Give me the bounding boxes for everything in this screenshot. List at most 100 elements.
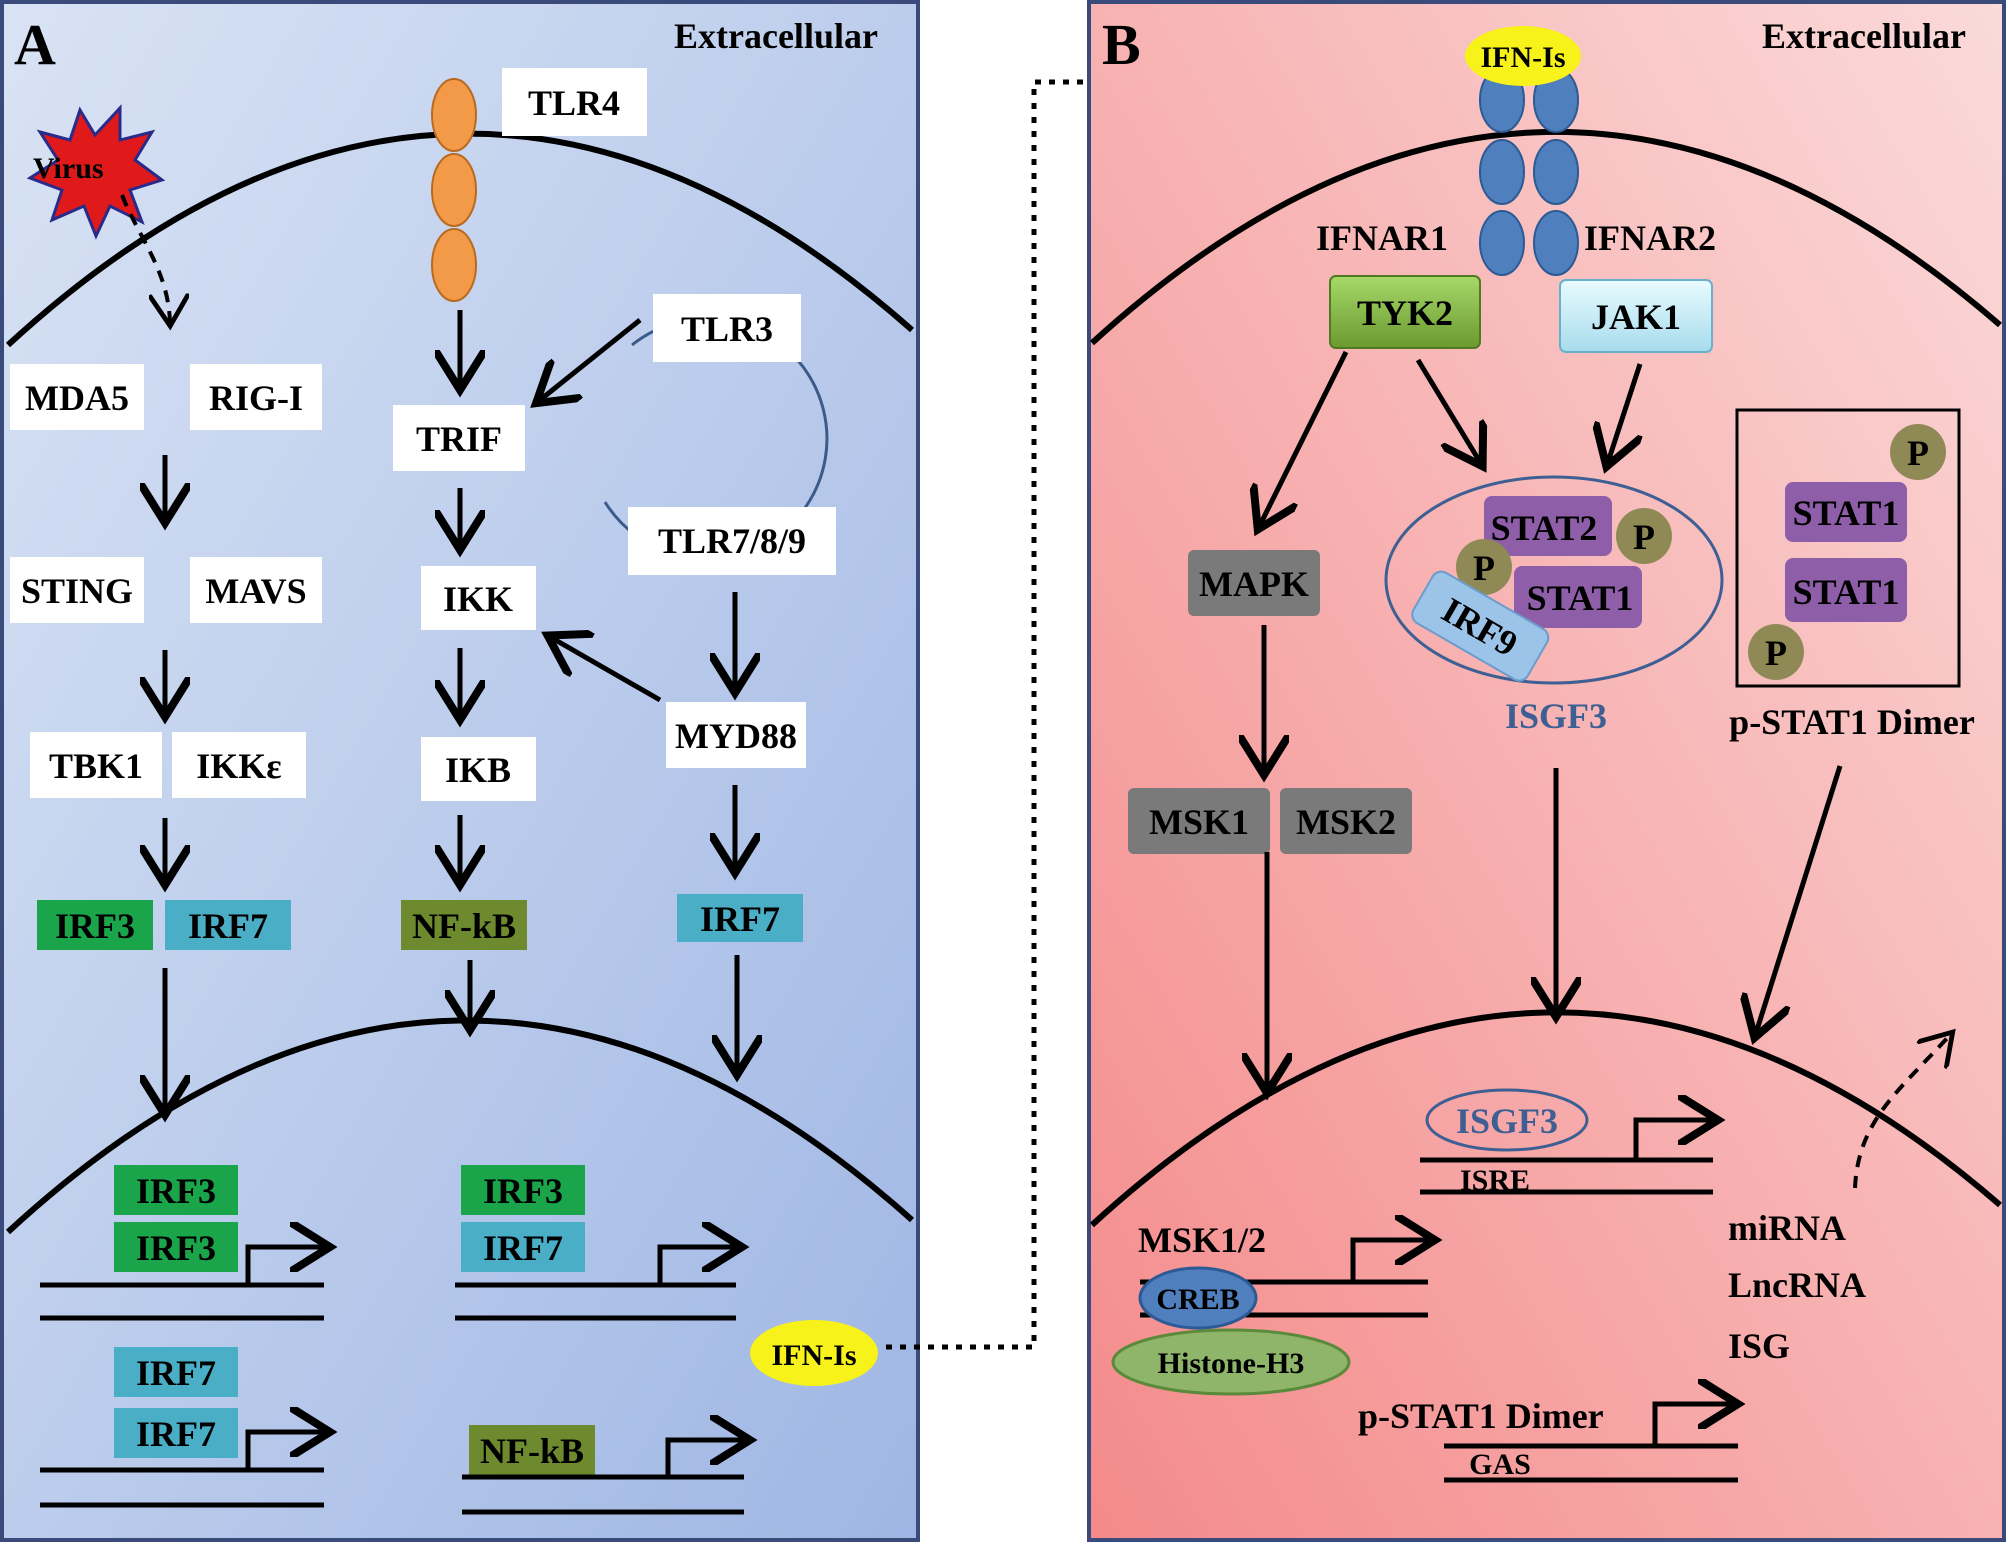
nuc-irf7-box <box>461 1222 585 1272</box>
arrow-pstat1-to-nucleus <box>1756 765 1843 1033</box>
nfkb-box <box>401 900 527 950</box>
phospho-label: P <box>1473 548 1495 588</box>
irf7-box <box>165 900 291 950</box>
ifn-output-label: IFN-Is <box>771 1339 856 1372</box>
nuc-nfkb-label: NF-kB <box>480 1431 584 1471</box>
ifn-ligand-label: IFN-Is <box>1480 41 1565 74</box>
pstat1-dimer-label: p-STAT1 Dimer <box>1729 702 1975 742</box>
ikk-box <box>421 566 536 630</box>
msk1-label: MSK1 <box>1149 802 1249 842</box>
isg-label: ISG <box>1728 1326 1790 1366</box>
nuc-nfkb-box <box>469 1425 595 1475</box>
virus-entry-arrow <box>120 194 170 322</box>
transcription-start-arrow <box>245 1432 325 1470</box>
ifnar1-label: IFNAR1 <box>1316 218 1448 258</box>
phospho-icon <box>1616 508 1672 564</box>
tbk1-label: TBK1 <box>49 746 143 786</box>
ikke-label: IKKε <box>196 746 281 786</box>
transcription-start-arrow <box>1633 1120 1713 1160</box>
gas-label: GAS <box>1469 1448 1531 1481</box>
rigi-box <box>190 364 322 430</box>
stat2-label: STAT2 <box>1491 508 1598 548</box>
arrow-tyk2-to-mapk <box>1260 350 1349 525</box>
phospho-icon <box>1456 539 1512 595</box>
irf7-label: IRF7 <box>188 906 268 946</box>
tlr3-label: TLR3 <box>681 309 773 349</box>
mavs-label: MAVS <box>205 571 306 611</box>
arrow-tlr3-to-trif <box>540 318 642 400</box>
phospho-label: P <box>1633 517 1655 557</box>
ifnar1-segment-icon <box>1479 139 1525 205</box>
mapk-box <box>1188 550 1320 616</box>
transcription-start-arrow <box>1652 1404 1733 1446</box>
transcription-start-arrow <box>1350 1240 1430 1282</box>
stat1-dimer-box <box>1785 482 1907 542</box>
isgf3-nuclear-outline <box>1425 1088 1589 1152</box>
phospho-icon <box>1890 424 1946 480</box>
transcription-start-arrow <box>657 1247 737 1285</box>
nuc-irf3-box <box>114 1165 238 1215</box>
panel-b: B Extracellular IFN-Is IFNAR1 IFNAR2 TYK… <box>1087 0 2006 1542</box>
sting-label: STING <box>21 571 133 611</box>
tlr4-segment-icon <box>431 78 477 152</box>
tbk1-box <box>30 732 162 798</box>
mirna-label: miRNA <box>1728 1208 1846 1248</box>
ifnar2-label: IFNAR2 <box>1584 218 1716 258</box>
trif-label: TRIF <box>416 419 502 459</box>
panel-a-letter: A <box>14 12 56 77</box>
lncrna-label: LncRNA <box>1728 1265 1866 1305</box>
virus-label: Virus <box>33 152 104 185</box>
ikb-box <box>421 737 536 801</box>
ikb-label: IKB <box>445 750 511 790</box>
stat1-dimer-label-2: STAT1 <box>1793 572 1900 612</box>
isgf3-label: ISGF3 <box>1505 696 1607 736</box>
stat2-box <box>1484 496 1612 556</box>
nuc-irf3-box-2 <box>114 1222 238 1272</box>
mda5-label: MDA5 <box>25 378 129 418</box>
tlr789-box <box>628 507 836 575</box>
phospho-icon <box>1748 624 1804 680</box>
msk12-label: MSK1/2 <box>1138 1220 1266 1260</box>
rigi-label: RIG-I <box>209 378 303 418</box>
tlr3-box <box>653 294 801 362</box>
mda5-box <box>10 364 144 430</box>
creb-label: CREB <box>1156 1283 1239 1316</box>
creb-ellipse <box>1138 1266 1258 1330</box>
mapk-label: MAPK <box>1199 564 1309 604</box>
virus-icon <box>26 104 166 240</box>
ifnar1-segment-icon <box>1479 210 1525 276</box>
ifn-output-ellipse <box>750 1320 878 1386</box>
plasma-membrane-b <box>1089 129 2002 346</box>
nuc-irf7-label: IRF7 <box>483 1228 563 1268</box>
irf3-label: IRF3 <box>55 906 135 946</box>
ikke-box <box>172 732 306 798</box>
ifn-ligand-ellipse <box>1465 26 1581 86</box>
panel-b-letter: B <box>1102 12 1141 77</box>
nuc-irf3-box-3 <box>461 1165 585 1215</box>
irf7-myd88-box <box>677 894 803 942</box>
tlr4-segment-icon <box>431 153 477 227</box>
tyk2-label: TYK2 <box>1357 293 1453 333</box>
irf9-box <box>1411 570 1550 682</box>
histone-ellipse <box>1111 1328 1351 1396</box>
irf7-myd88-label: IRF7 <box>700 899 780 939</box>
nuc-irf7-box-3 <box>114 1408 238 1458</box>
isre-label: ISRE <box>1460 1164 1530 1197</box>
phospho-label: P <box>1765 633 1787 673</box>
tlr789-label: TLR7/8/9 <box>658 521 806 561</box>
jak1-box <box>1559 279 1713 353</box>
nfkb-label: NF-kB <box>412 906 516 946</box>
nuc-irf3-label: IRF3 <box>136 1171 216 1211</box>
arrow-myd88-to-ikk <box>552 638 662 703</box>
tlr4-segment-icon <box>431 228 477 302</box>
ifnar2-segment-icon <box>1533 139 1579 205</box>
pstat1-nuclear-label: p-STAT1 Dimer <box>1358 1396 1604 1436</box>
stat1-isgf3-label: STAT1 <box>1527 578 1634 618</box>
panel-a-extracellular-label: Extracellular <box>674 16 878 56</box>
jak1-label: JAK1 <box>1591 297 1681 337</box>
sting-box <box>10 557 144 623</box>
tlr4-label: TLR4 <box>528 83 620 123</box>
stat1-dimer-box-2 <box>1785 558 1907 622</box>
